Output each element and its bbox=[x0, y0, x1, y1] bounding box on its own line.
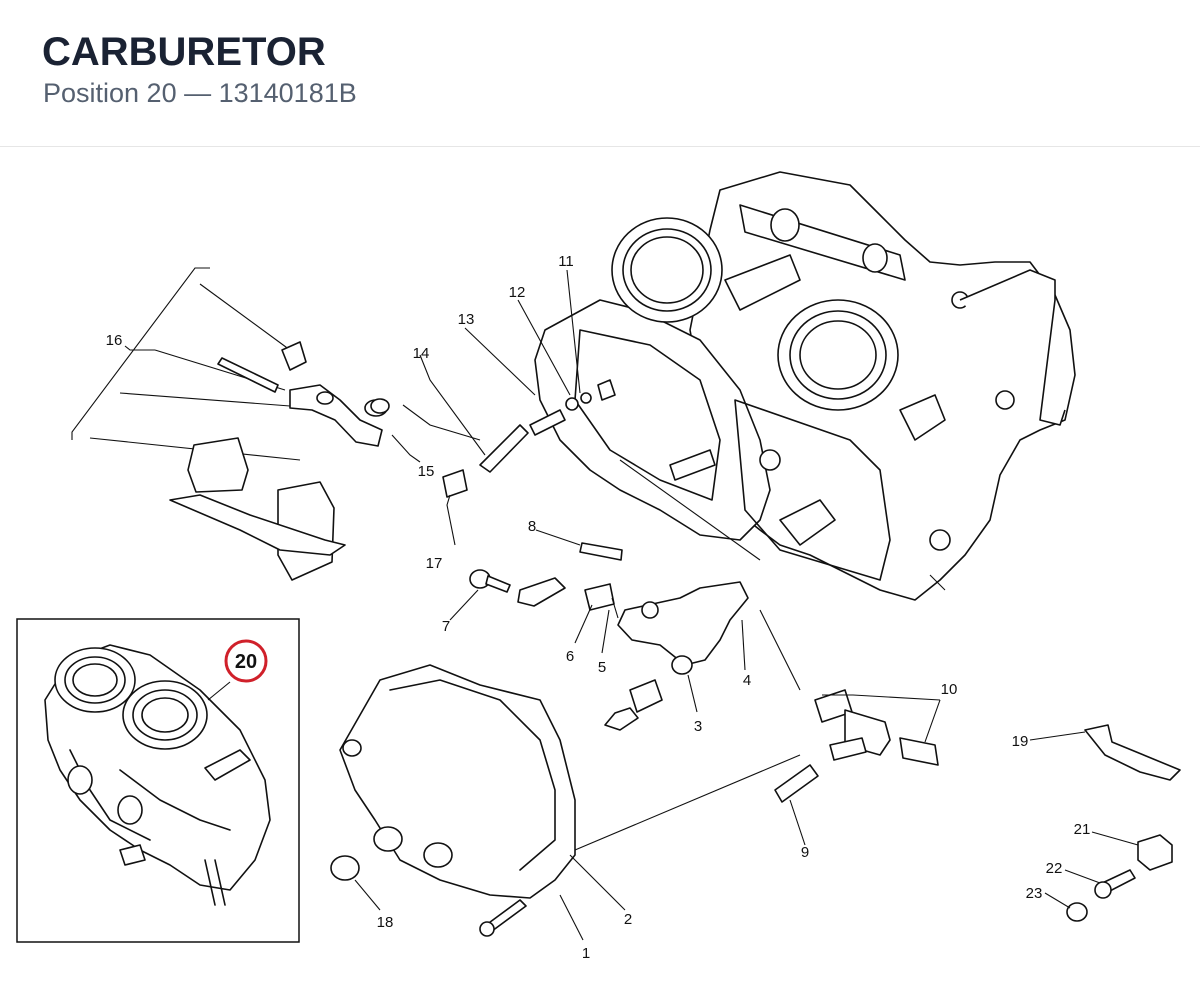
callout-12: 12 bbox=[509, 284, 526, 301]
position-badge bbox=[224, 639, 268, 683]
callout-18: 18 bbox=[377, 914, 394, 931]
callout-3: 3 bbox=[694, 718, 702, 735]
carburetor-body-drawing bbox=[534, 171, 1076, 601]
callout-7: 7 bbox=[442, 618, 450, 635]
callout-15: 15 bbox=[418, 463, 435, 480]
float-bowl-drawing bbox=[339, 664, 801, 941]
callout-17: 17 bbox=[426, 555, 443, 572]
page-header: CARBURETOR Position 20 — 13140181B bbox=[0, 0, 1200, 147]
callout-6: 6 bbox=[566, 648, 574, 665]
callout-16: 16 bbox=[106, 332, 123, 349]
callout-8: 8 bbox=[528, 518, 536, 535]
fuel-fittings-drawing bbox=[330, 689, 1181, 922]
leader-lines bbox=[124, 269, 1139, 911]
callout-22: 22 bbox=[1046, 860, 1063, 877]
position-badge-label: 20 bbox=[235, 651, 257, 673]
callout-13: 13 bbox=[458, 311, 475, 328]
callout-23: 23 bbox=[1026, 885, 1043, 902]
page-subtitle: Position 20 — 13140181B bbox=[43, 78, 357, 108]
callout-21: 21 bbox=[1074, 821, 1091, 838]
page-title: CARBURETOR bbox=[42, 30, 326, 74]
callout-5: 5 bbox=[598, 659, 606, 676]
callout-2: 2 bbox=[624, 911, 632, 928]
jet-and-needle-parts-drawing bbox=[370, 379, 761, 731]
exploded-parts-diagram: 1 2 3 4 5 6 7 8 9 10 11 12 13 14 15 16 1… bbox=[16, 171, 1181, 962]
callout-14: 14 bbox=[413, 345, 430, 362]
callout-1: 1 bbox=[582, 945, 590, 962]
callout-19: 19 bbox=[1012, 733, 1029, 750]
callout-labels: 1 2 3 4 5 6 7 8 9 10 11 12 13 14 15 16 1… bbox=[106, 253, 1091, 962]
callout-11: 11 bbox=[558, 253, 574, 270]
assembled-carburetor-thumbnail bbox=[44, 644, 271, 906]
callout-10: 10 bbox=[941, 681, 958, 698]
cable-bracket-assembly-drawing bbox=[71, 267, 388, 581]
callout-4: 4 bbox=[743, 672, 751, 689]
callout-9: 9 bbox=[801, 844, 809, 861]
assembly-inset: 20 bbox=[16, 618, 300, 943]
